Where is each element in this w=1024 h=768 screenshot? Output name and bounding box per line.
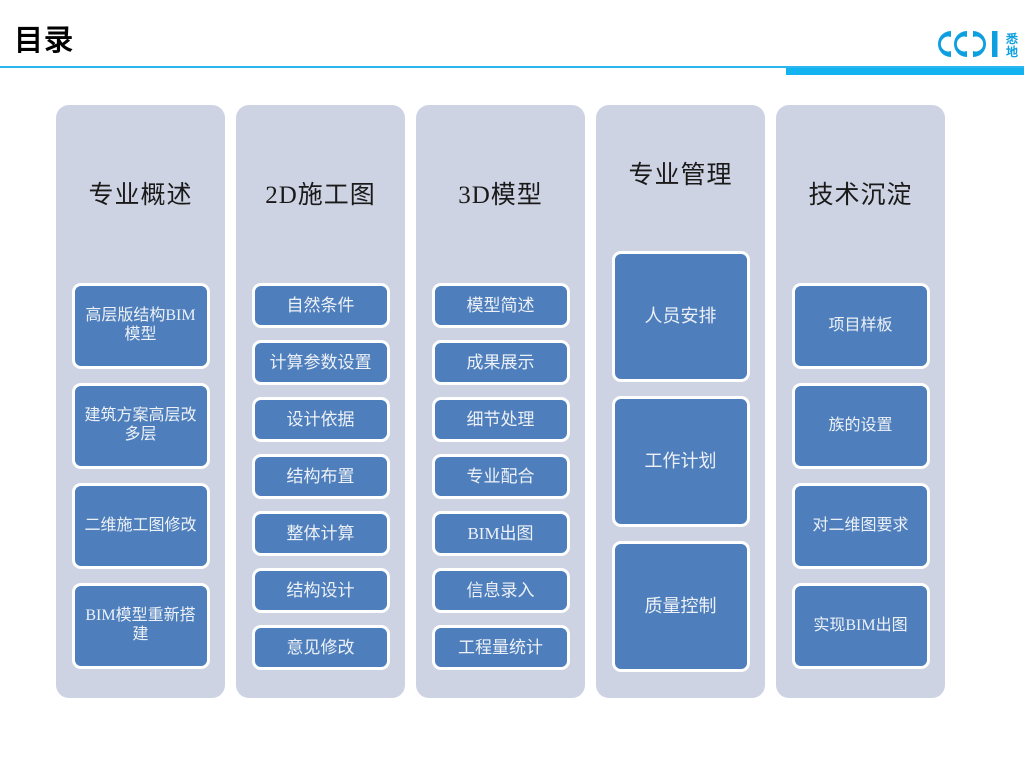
list-item[interactable]: 项目样板 xyxy=(791,283,930,369)
agenda-column-5[interactable]: 技术沉淀 项目样板 族的设置 对二维图要求 实现BIM出图 xyxy=(776,105,945,698)
list-item[interactable]: 信息录入 xyxy=(431,568,570,613)
logo-cn-line1: 悉 xyxy=(1005,32,1018,46)
list-item[interactable]: 模型简述 xyxy=(431,283,570,328)
list-item[interactable]: 设计依据 xyxy=(251,397,390,442)
list-item[interactable]: 计算参数设置 xyxy=(251,340,390,385)
ccdi-mark-icon xyxy=(937,29,1003,64)
list-item[interactable]: 实现BIM出图 xyxy=(791,583,930,669)
logo-cn-line2: 地 xyxy=(1005,45,1018,59)
column-title: 2D施工图 xyxy=(265,181,376,209)
list-item[interactable]: 对二维图要求 xyxy=(791,483,930,569)
list-item[interactable]: 工程量统计 xyxy=(431,625,570,670)
list-item[interactable]: 建筑方案高层改多层 xyxy=(71,383,210,469)
header-accent-bar xyxy=(786,68,1024,75)
agenda-column-4[interactable]: 专业管理 人员安排 工作计划 质量控制 xyxy=(596,105,765,698)
list-item[interactable]: 二维施工图修改 xyxy=(71,483,210,569)
column-title: 3D模型 xyxy=(458,181,543,209)
list-item[interactable]: 结构设计 xyxy=(251,568,390,613)
list-item[interactable]: 成果展示 xyxy=(431,340,570,385)
column-title: 技术沉淀 xyxy=(808,181,913,209)
list-item[interactable]: 整体计算 xyxy=(251,511,390,556)
list-item[interactable]: 自然条件 xyxy=(251,283,390,328)
column-items: 人员安排 工作计划 质量控制 xyxy=(604,241,757,686)
column-title: 专业概述 xyxy=(88,181,193,209)
list-item[interactable]: 质量控制 xyxy=(611,541,750,672)
column-items: 自然条件 计算参数设置 设计依据 结构布置 整体计算 结构设计 意见修改 xyxy=(244,280,397,686)
list-item[interactable]: 细节处理 xyxy=(431,397,570,442)
column-items: 模型简述 成果展示 细节处理 专业配合 BIM出图 信息录入 工程量统计 xyxy=(424,280,577,686)
list-item[interactable]: 结构布置 xyxy=(251,454,390,499)
list-item[interactable]: 专业配合 xyxy=(431,454,570,499)
agenda-column-3[interactable]: 3D模型 模型简述 成果展示 细节处理 专业配合 BIM出图 信息录入 工程量统… xyxy=(416,105,585,698)
list-item[interactable]: 族的设置 xyxy=(791,383,930,469)
list-item[interactable]: BIM模型重新搭建 xyxy=(71,583,210,669)
agenda-column-2[interactable]: 2D施工图 自然条件 计算参数设置 设计依据 结构布置 整体计算 结构设计 意见… xyxy=(236,105,405,698)
page-title: 目录 xyxy=(14,25,75,57)
list-item[interactable]: 意见修改 xyxy=(251,625,390,670)
header-rule-thin xyxy=(0,66,1024,68)
ccdi-chinese-name: 悉 地 xyxy=(1006,33,1018,59)
agenda-columns: 专业概述 高层版结构BIM模型 建筑方案高层改多层 二维施工图修改 BIM模型重… xyxy=(56,105,968,698)
list-item[interactable]: 人员安排 xyxy=(611,251,750,382)
column-title: 专业管理 xyxy=(628,162,733,189)
list-item[interactable]: BIM出图 xyxy=(431,511,570,556)
agenda-column-1[interactable]: 专业概述 高层版结构BIM模型 建筑方案高层改多层 二维施工图修改 BIM模型重… xyxy=(56,105,225,698)
column-items: 项目样板 族的设置 对二维图要求 实现BIM出图 xyxy=(784,280,937,686)
column-items: 高层版结构BIM模型 建筑方案高层改多层 二维施工图修改 BIM模型重新搭建 xyxy=(64,280,217,686)
list-item[interactable]: 工作计划 xyxy=(611,396,750,527)
ccdi-logo: 悉 地 xyxy=(937,26,1018,66)
list-item[interactable]: 高层版结构BIM模型 xyxy=(71,283,210,369)
